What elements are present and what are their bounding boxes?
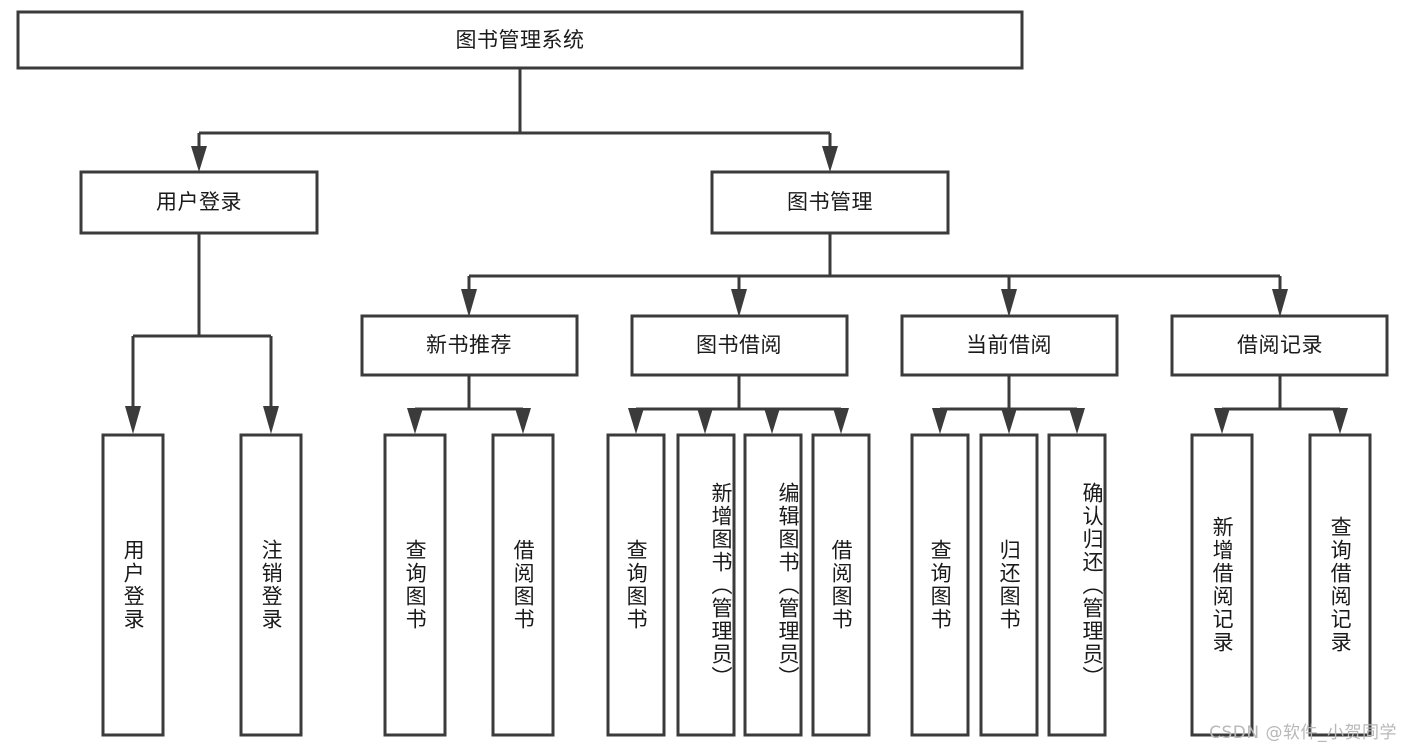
node-label-root: 图书管理系统 — [456, 28, 585, 52]
node-layer: 图书管理系统 用户登录 图书管理 新书推荐 图书借阅 当前借阅 借阅记录 — [16, 10, 1389, 737]
arrowhead-userlogin — [191, 146, 207, 172]
node-box-leaf-query-book-3[interactable] — [910, 433, 970, 737]
node-box-root[interactable] — [16, 10, 1024, 70]
node-label-user-login: 用户登录 — [156, 190, 242, 214]
node-box-leaf-user-logout[interactable] — [239, 433, 303, 737]
arrowhead-bookmanage — [822, 146, 838, 172]
arrowhead-new-book-rec — [461, 289, 477, 317]
arrowhead-leaf-borrow-book-1 — [515, 408, 531, 434]
arrowhead-leaf-edit-book — [764, 408, 780, 434]
node-box-leaf-user-login[interactable] — [101, 433, 165, 737]
arrowhead-leaf-user-login — [125, 406, 141, 434]
arrowhead-leaf-query-record — [1332, 408, 1348, 434]
node-box-current-borrow[interactable] — [900, 314, 1119, 377]
node-box-leaf-borrow-book-2[interactable] — [811, 433, 871, 737]
node-box-leaf-edit-book[interactable] — [743, 433, 803, 737]
arrowhead-leaf-add-book — [697, 408, 713, 434]
arrowhead-leaf-query-book-2 — [628, 408, 644, 434]
arrowhead-book-borrow — [731, 289, 747, 317]
node-box-book-manage[interactable] — [710, 170, 950, 235]
node-label-book-borrow: 图书借阅 — [696, 333, 782, 357]
watermark-text: CSDN @软件_小贺同学 — [1209, 723, 1397, 743]
arrowhead-leaf-query-book-3 — [932, 408, 948, 434]
node-box-leaf-query-book-2[interactable] — [606, 433, 666, 737]
node-box-new-book-rec[interactable] — [360, 314, 579, 377]
node-box-leaf-borrow-book-1[interactable] — [491, 433, 555, 737]
node-box-user-login[interactable] — [79, 170, 319, 235]
node-box-leaf-add-record[interactable] — [1190, 433, 1254, 737]
arrowhead-current-borrow — [1001, 289, 1017, 317]
node-label-book-manage: 图书管理 — [787, 190, 873, 214]
node-box-leaf-return-book[interactable] — [979, 433, 1039, 737]
node-label-current-borrow: 当前借阅 — [966, 333, 1052, 357]
arrowhead-leaf-confirm-return — [1069, 408, 1085, 434]
connector-layer — [125, 68, 1348, 434]
node-box-leaf-query-record[interactable] — [1308, 433, 1372, 737]
node-label-borrow-record: 借阅记录 — [1237, 333, 1323, 357]
arrowhead-leaf-return-book — [1001, 408, 1017, 434]
node-box-leaf-confirm-return[interactable] — [1047, 433, 1107, 737]
arrowhead-leaf-query-book-1 — [407, 408, 423, 434]
arrowhead-leaf-add-record — [1214, 408, 1230, 434]
node-box-borrow-record[interactable] — [1170, 314, 1389, 377]
arrowhead-borrow-record — [1272, 289, 1288, 317]
node-label-new-book-rec: 新书推荐 — [426, 333, 512, 357]
node-box-leaf-query-book-1[interactable] — [383, 433, 447, 737]
arrowhead-leaf-borrow-book-2 — [833, 408, 849, 434]
node-box-leaf-add-book[interactable] — [676, 433, 736, 737]
node-box-book-borrow[interactable] — [630, 314, 849, 377]
arrowhead-leaf-user-logout — [263, 406, 279, 434]
